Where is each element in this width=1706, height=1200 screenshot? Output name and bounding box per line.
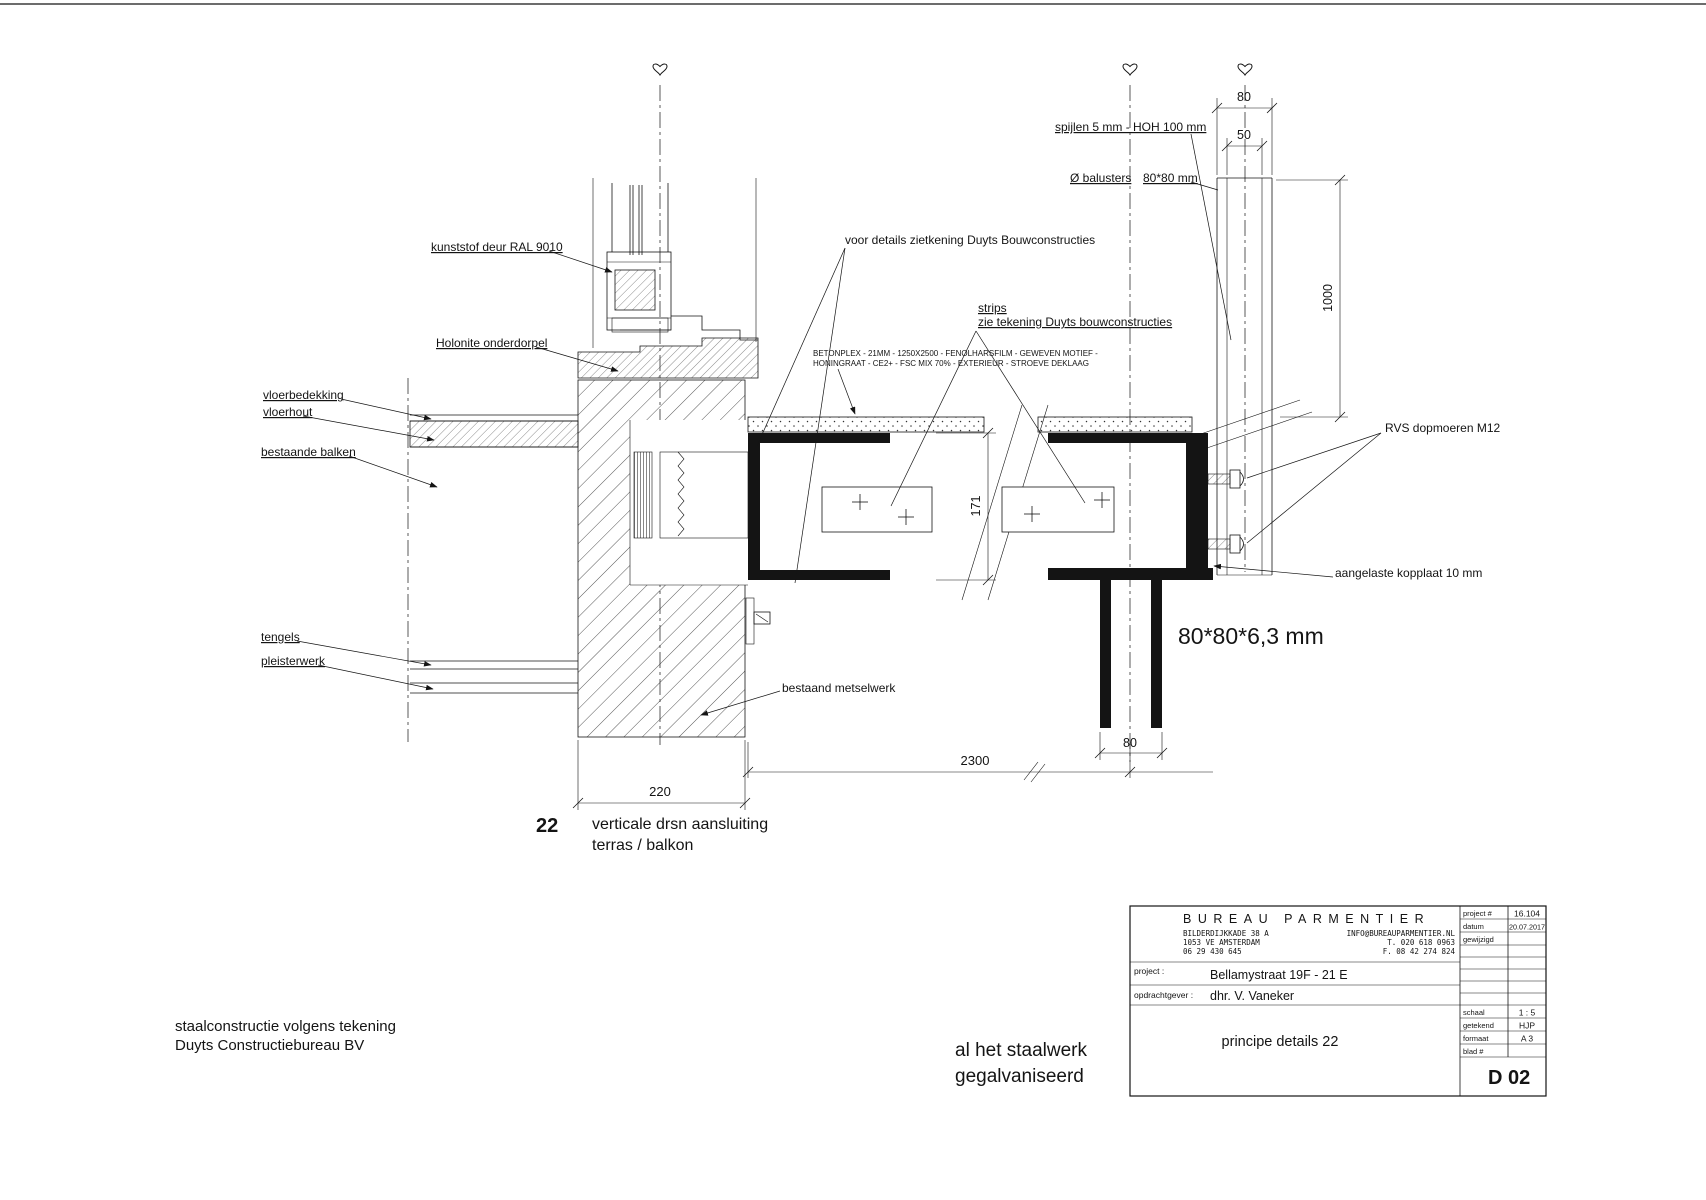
label-holonite: Holonite onderdorpel <box>436 336 547 350</box>
label-kopplaat: aangelaste kopplaat 10 mm <box>1335 566 1482 580</box>
project-label: project : <box>1134 966 1164 976</box>
row-label-blad: blad # <box>1463 1047 1484 1056</box>
contact-2: T. 020 618 0963 <box>1387 938 1455 947</box>
heart-section-marker-icon <box>652 63 668 76</box>
row-value-formaat: A 3 <box>1521 1034 1534 1044</box>
shs-post <box>1100 580 1162 728</box>
project-value: Bellamystraat 19F - 21 E <box>1210 968 1348 982</box>
label-balusters-size: 80*80 mm <box>1143 171 1198 185</box>
title-block-texts: BUREAU PARMENTIER BILDERDIJKKADE 38 A 10… <box>1134 909 1545 1090</box>
row-value-schaal: 1 : 5 <box>1519 1008 1536 1018</box>
client-label: opdrachtgever : <box>1134 990 1193 1000</box>
dim-80-top: 80 <box>1237 90 1251 104</box>
note-left-2: Duyts Constructiebureau BV <box>175 1037 364 1054</box>
steel-beam-right <box>1001 433 1213 580</box>
address-3: 06 29 430 645 <box>1183 947 1242 956</box>
annotations: kunststof deur RAL 9010 Holonite onderdo… <box>261 120 1501 695</box>
row-label-getekend: getekend <box>1463 1021 1494 1030</box>
note-left-1: staalconstructie volgens tekening <box>175 1018 396 1035</box>
row-label-datum: datum <box>1463 922 1484 931</box>
detail-title-2: terras / balkon <box>592 837 693 854</box>
client-value: dhr. V. Vaneker <box>1210 989 1294 1003</box>
contact-1: INFO@BUREAUPARMENTIER.NL <box>1347 929 1456 938</box>
label-pleisterwerk: pleisterwerk <box>261 654 326 668</box>
captions: 22 verticale drsn aansluiting terras / b… <box>175 815 1088 1087</box>
label-vloerhout: vloerhout <box>263 405 313 419</box>
serrated-anchor <box>677 451 685 537</box>
holonite-sill <box>577 337 759 379</box>
floor-left <box>409 414 579 694</box>
label-betonplex-2: HONINGRAAT - CE2+ - FSC MIX 70% - EXTERI… <box>813 359 1089 368</box>
label-bestaande-balken: bestaande balken <box>261 445 356 459</box>
heart-section-marker-icon <box>1237 63 1253 76</box>
insulation-strip <box>633 451 653 539</box>
heart-section-marker-icon <box>1122 63 1138 76</box>
dim-2300: 2300 <box>961 753 990 768</box>
row-label-formaat: formaat <box>1463 1034 1489 1043</box>
steel-beam-left <box>748 433 933 580</box>
strip-plate-right <box>1001 486 1115 533</box>
label-balusters: Ø balusters <box>1070 171 1131 185</box>
label-betonplex-1: BETONPLEX - 21MM - 1250X2500 - FENOLHARS… <box>813 349 1098 358</box>
kopplaat-plate <box>1198 433 1208 580</box>
label-kunststof-deur: kunststof deur RAL 9010 <box>431 240 563 254</box>
strip-plate-left <box>821 486 933 533</box>
row-value-getekend: HJP <box>1519 1021 1535 1031</box>
contact-3: F. 08 42 274 824 <box>1383 947 1456 956</box>
baluster-post <box>1191 177 1313 576</box>
row-value-project-number: 16.104 <box>1514 909 1540 919</box>
drawing-title: principe details 22 <box>1222 1034 1339 1050</box>
bolt-m12-upper <box>1207 469 1244 489</box>
dimensions <box>572 98 1348 810</box>
label-spijlen: spijlen 5 mm - HOH 100 mm <box>1055 120 1206 134</box>
dim-80-post: 80 <box>1123 736 1137 750</box>
label-bestaand-metselwerk: bestaand metselwerk <box>782 681 896 695</box>
detail-number: 22 <box>536 815 558 837</box>
door-section <box>577 178 759 379</box>
label-voor-details: voor details zietkening Duyts Bouwconstr… <box>845 233 1095 247</box>
label-profiel-size: 80*80*6,3 mm <box>1178 623 1324 649</box>
company-name: BUREAU PARMENTIER <box>1183 912 1430 926</box>
dimension-texts: 80 50 1000 171 2300 80 220 <box>649 90 1335 799</box>
center-lines <box>407 63 1253 762</box>
label-rvs-dopmoeren: RVS dopmoeren M12 <box>1385 421 1501 435</box>
row-label-gewijzigd: gewijzigd <box>1463 935 1494 944</box>
detail-title-1: verticale drsn aansluiting <box>592 816 768 833</box>
label-strips: strips <box>978 301 1007 315</box>
label-tengels: tengels <box>261 630 300 644</box>
address-2: 1053 VE AMSTERDAM <box>1183 938 1260 947</box>
row-value-datum: 20.07.2017 <box>1509 923 1545 932</box>
dim-171: 171 <box>969 496 983 517</box>
dim-50: 50 <box>1237 128 1251 142</box>
row-label-schaal: schaal <box>1463 1008 1485 1017</box>
vloerhout-layer <box>409 420 579 448</box>
note-right-1: al het staalwerk <box>955 1040 1088 1061</box>
row-label-project-number: project # <box>1463 909 1493 918</box>
sheet-number: D 02 <box>1488 1067 1530 1089</box>
bolt-m12-lower <box>1207 534 1244 554</box>
leader-lines <box>296 133 1382 716</box>
label-vloerbedekking: vloerbedekking <box>263 388 344 402</box>
address-1: BILDERDIJKKADE 38 A <box>1183 929 1269 938</box>
title-block <box>1129 905 1547 1097</box>
note-right-2: gegalvaniseerd <box>955 1066 1084 1087</box>
dim-1000: 1000 <box>1321 284 1335 312</box>
dim-220: 220 <box>649 784 671 799</box>
wall-anchor-bolt <box>745 597 771 645</box>
betonplex-deck <box>747 416 1193 433</box>
label-zie-tekening: zie tekening Duyts bouwconstructies <box>978 315 1172 329</box>
masonry-wall <box>577 379 771 738</box>
